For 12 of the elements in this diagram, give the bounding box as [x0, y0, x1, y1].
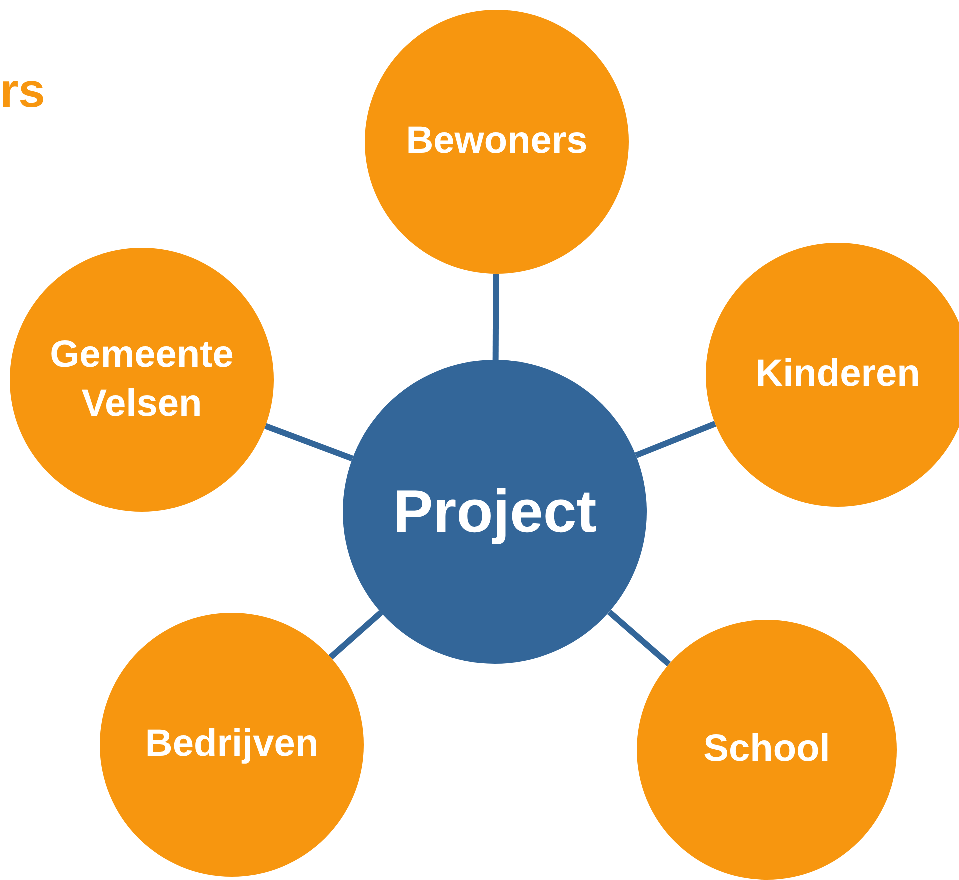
connector-line [328, 610, 384, 660]
connector-line [607, 610, 672, 667]
node-label: Bewoners [406, 119, 588, 164]
connector-line [635, 421, 717, 458]
node-label: Kinderen [756, 352, 920, 398]
title: rs [0, 68, 46, 116]
node-label: School [704, 727, 830, 772]
connector-line [264, 423, 354, 462]
node-label: Gemeente Velsen [49, 332, 235, 427]
node-label: Bedrijven [145, 722, 319, 768]
connector-line [492, 274, 500, 360]
node-label: Project [393, 477, 597, 547]
